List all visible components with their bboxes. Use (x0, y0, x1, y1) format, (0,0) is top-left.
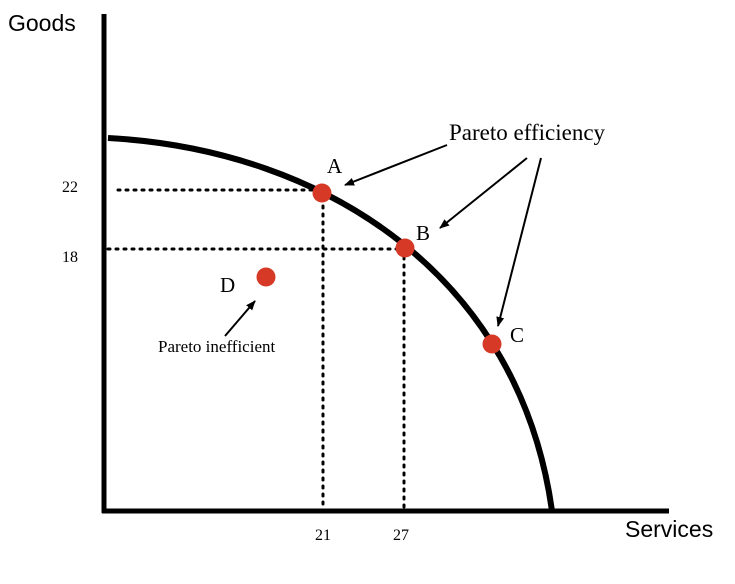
arrow-to-point-d (224, 300, 256, 337)
point-d-label: D (220, 273, 235, 297)
y-tick-label-22: 22 (62, 179, 78, 196)
point-c-label: C (510, 323, 524, 347)
x-tick-label-27: 27 (393, 527, 409, 544)
pareto-inefficient-label: Pareto inefficient (158, 337, 276, 356)
point-d-marker (256, 267, 276, 287)
y-tick-label-18: 18 (62, 249, 78, 266)
x-axis-title: Services (625, 516, 713, 542)
point-a-label: A (327, 154, 343, 178)
arrow-to-point-a (344, 144, 448, 186)
point-c-marker (482, 334, 502, 354)
x-tick-label-21: 21 (315, 527, 331, 544)
point-b-label: B (416, 221, 430, 245)
y-axis-title: Goods (8, 10, 76, 36)
arrow-to-point-b (439, 157, 528, 229)
point-b-marker (395, 238, 415, 258)
point-a-marker (312, 183, 332, 203)
pareto-efficiency-label: Pareto efficiency (449, 120, 606, 145)
arrow-to-point-c (496, 157, 542, 327)
